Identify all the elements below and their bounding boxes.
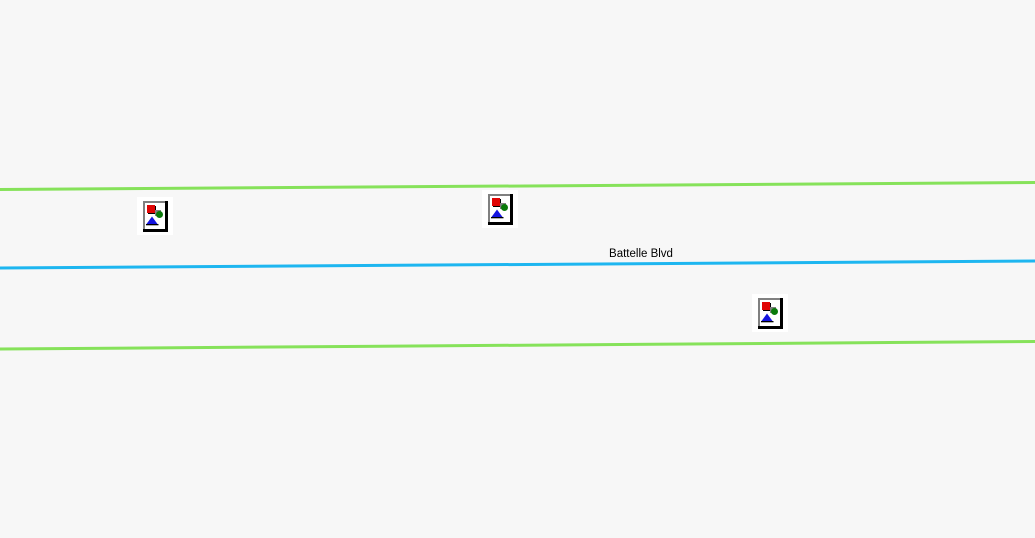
road-line-lower-green[interactable]	[0, 340, 1035, 351]
missing-image-icon	[488, 194, 513, 225]
map-marker-upper-left[interactable]	[137, 197, 173, 235]
missing-image-icon	[143, 201, 168, 232]
road-label-battelle-blvd: Battelle Blvd	[609, 248, 673, 260]
missing-image-icon	[758, 298, 783, 329]
map-marker-lower-right[interactable]	[752, 294, 788, 332]
road-line-upper-green[interactable]	[0, 181, 1035, 191]
road-line-battelle-blvd[interactable]	[0, 259, 1035, 270]
map-marker-upper-center[interactable]	[482, 190, 518, 228]
